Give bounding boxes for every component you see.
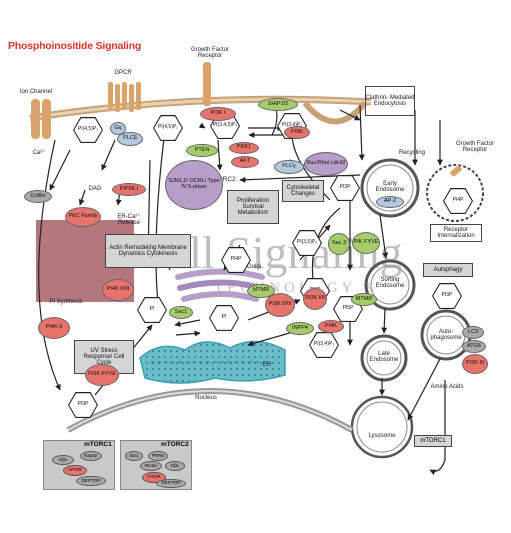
- enzyme-pi4k-iiiii: PI4K II/III: [102, 279, 134, 301]
- box-receptor-intern-frame: [430, 224, 482, 242]
- enzyme-pik-fyve: PIK FYVE: [352, 232, 380, 254]
- label-gfr2: Growth Factor Receptor: [455, 140, 494, 153]
- enzyme-plcb: PLCβ: [117, 132, 143, 146]
- enzyme-pi4k-b: PI4K: [318, 320, 344, 333]
- hex-node-pi-mid: PI: [209, 305, 239, 331]
- enzyme-cofilin: Cofilin: [24, 190, 52, 203]
- hex-fill: PI3P: [331, 176, 359, 200]
- enzyme-gq: Gq: [110, 122, 126, 135]
- box-prolif: Proliferation Survival Metabolism: [227, 190, 279, 224]
- complex-member-deptor1: DEPTOR: [76, 476, 106, 486]
- hex-node-pi3p-left: PI3P: [68, 392, 98, 418]
- box-autophagy: Autophagy: [423, 263, 473, 277]
- complex-member-rictor: Rictor: [140, 461, 162, 471]
- hex-fill: PI(3,5)P₂: [293, 231, 321, 255]
- label-er-ca: ER-Ca²⁺ Release: [117, 213, 141, 226]
- plasma-membrane: [29, 95, 372, 122]
- enzyme-pi5k: PI5K: [284, 126, 310, 139]
- enzyme-rac: Rac/Rho/ cdc42: [304, 152, 348, 176]
- enzyme-pip5k: PIP5K I: [112, 183, 146, 196]
- enzyme-mtmr-b: MTMR: [351, 293, 377, 306]
- enzyme-sac1: Sac1: [169, 306, 193, 319]
- complex-member-mtor1: mTOR: [63, 465, 87, 476]
- box-actin: Actin Remodeling Membrane Dynamics Cytok…: [105, 234, 191, 268]
- clathrin-pit-icon: [302, 101, 368, 125]
- enzyme-pi3k-i: PI3K I: [200, 107, 236, 121]
- box-mtorc1: mTORC1: [414, 435, 452, 447]
- page-title: Phosphoinositide Signaling: [8, 40, 142, 52]
- hex-node-pi-left: PI: [137, 297, 167, 323]
- hex-fill: PI: [210, 306, 238, 330]
- enzyme-pi4k-ii: PI4K II: [38, 317, 70, 339]
- label-ion-channel: Ion Channel: [19, 88, 53, 95]
- hex-fill: PI3P: [69, 393, 97, 417]
- sorting-endosome: [364, 259, 416, 311]
- enzyme-pi3k-iii: PI3K II/III: [265, 293, 295, 317]
- complex-member-gbl2: GβL: [165, 461, 185, 471]
- nucleus: [66, 388, 354, 433]
- hex-fill: PI: [138, 298, 166, 322]
- enzyme-ship12: SHIP1/2: [258, 98, 298, 111]
- enzyme-sac3: Sac 3: [328, 233, 350, 255]
- enzyme-lc3: LC3: [462, 326, 484, 339]
- enzyme-pi3k-low: PI3K III: [462, 354, 488, 374]
- lysosome: [350, 395, 414, 459]
- hex-node-pi3p-auto: PI3P: [432, 283, 462, 309]
- endoplasmic-reticulum: [139, 340, 286, 384]
- enzyme-inpp4: INPP4: [286, 322, 314, 335]
- label-gfr: Growth Factor Receptor: [190, 46, 229, 59]
- complex-member-mtor2: mTOR: [142, 472, 166, 483]
- complex-member-prr5: PRR5: [148, 451, 168, 461]
- label-amino: Amino Acids: [430, 383, 464, 390]
- label-early-endo: Early Endosome: [375, 180, 405, 193]
- enzyme-pdk1: PDK1: [229, 142, 259, 154]
- early-endosome: [360, 158, 420, 218]
- late-endosome: [360, 334, 408, 382]
- enzyme-mtmr-a: MTMR: [247, 284, 275, 298]
- label-clathrin: Clathrin- Mediated Endocytosis: [365, 94, 415, 107]
- box-cyto: Cytoskeletal Changes: [282, 180, 324, 202]
- label-late-endo: Late Endosome: [369, 350, 399, 363]
- enzyme-sjn: SJN1,2/ OCRL/ Type IV 5-ptase: [165, 160, 223, 210]
- mtorc2-box-title: mTORC2: [161, 441, 189, 448]
- label-lysosome: Lysosome: [368, 432, 396, 439]
- complex-member-sin1: Sin1: [125, 451, 143, 461]
- enzyme-ap2: AP-2: [376, 196, 404, 208]
- label-autophagosome: Auto- phagosome: [430, 328, 462, 341]
- hex-fill: PI4P: [222, 248, 250, 272]
- complex-member-gbl1: GβL: [52, 455, 74, 465]
- label-sorting-endo: Sorting Endosome: [375, 276, 405, 289]
- hex-fill: PI4P: [444, 189, 472, 213]
- enzyme-akt: AKT: [231, 156, 259, 168]
- mtorc1-box-title: mTORC1: [84, 441, 112, 448]
- label-pi-synth: PI Synthesis: [49, 298, 83, 305]
- label-receptor-intern: Receptor Internalization: [437, 226, 475, 239]
- label-er: ER: [262, 361, 272, 368]
- hex-fill: PI(4,5)P₂: [74, 118, 102, 142]
- enzyme-plcg: PLCγ: [274, 160, 304, 174]
- label-dag: DAG: [88, 185, 102, 192]
- enzyme-pi3k-right: PI3K I/II: [303, 288, 327, 310]
- hex-fill: PI(3,4)P₂: [310, 333, 338, 357]
- enzyme-pi3k-fyve-low: PI3K FYVE: [85, 364, 119, 386]
- label-golgi: Golgi: [246, 263, 261, 270]
- growth-factor-receptor-icon: [203, 62, 211, 106]
- complex-member-deptor2: DEPTOR: [156, 479, 186, 488]
- label-recycling: Recycling: [398, 149, 425, 156]
- enzyme-pkc: PKC Family: [65, 207, 101, 227]
- hex-fill: PI3P: [433, 284, 461, 308]
- enzyme-atg6: ATG6: [462, 340, 486, 353]
- internalization-vesicle: [426, 164, 484, 222]
- label-ca: Ca²⁺: [32, 149, 46, 156]
- box-clathrin-frame: [365, 86, 415, 116]
- enzyme-pten: PTEN: [186, 144, 218, 157]
- ion-channel-icon: [31, 99, 51, 139]
- complex-member-raptor: Raptor: [80, 451, 102, 461]
- gpcr-icon: [108, 82, 141, 112]
- hex-fill: PI(4,5)P₂: [154, 116, 182, 140]
- label-gpcr: GPCR: [114, 69, 132, 76]
- hex-node-pi34p2-low: PI(3,4)P₂: [309, 332, 339, 358]
- label-nucleus: Nucleus: [195, 394, 217, 401]
